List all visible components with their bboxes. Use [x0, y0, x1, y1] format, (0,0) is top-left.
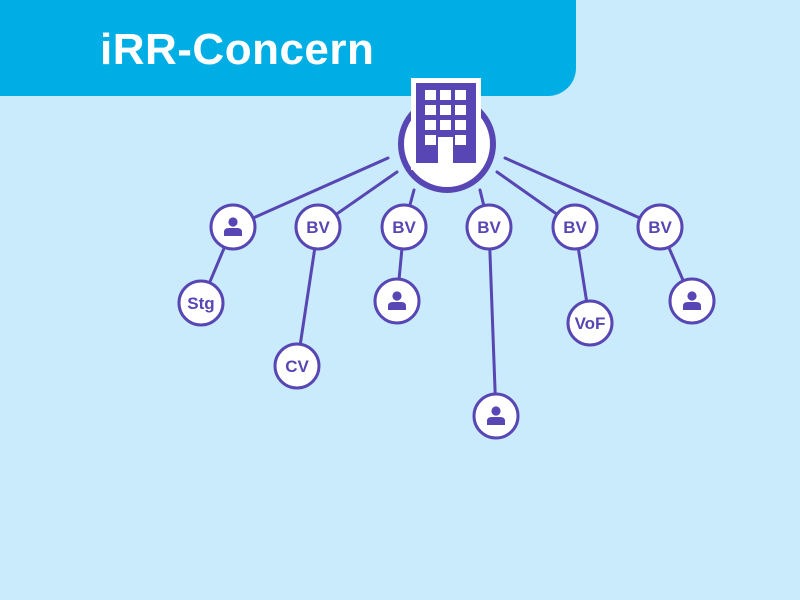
level1-node: BV [551, 203, 599, 251]
node-circle [209, 203, 257, 251]
page-title: iRR-Concern [100, 25, 375, 74]
level1-node [209, 203, 257, 251]
building-icon [411, 78, 481, 170]
level2-node [373, 277, 421, 325]
level1-node: BV [380, 203, 428, 251]
level1-node: BV [636, 203, 684, 251]
node-label: BV [477, 218, 501, 237]
connector-line [251, 156, 390, 220]
node-circle [273, 342, 321, 390]
node-circle [668, 277, 716, 325]
connector-line [667, 245, 685, 283]
person-icon [388, 291, 406, 310]
connector-line [576, 247, 589, 303]
node-circle [465, 203, 513, 251]
connector-line [334, 170, 399, 216]
node-circle [566, 299, 614, 347]
title-banner: iRR-Concern [0, 0, 576, 96]
connector-line [503, 156, 642, 220]
diagram-edges [208, 156, 685, 396]
node-label: BV [648, 218, 672, 237]
node-circle [380, 203, 428, 251]
level2-node [668, 277, 716, 325]
person-icon [487, 406, 505, 425]
node-label: BV [563, 218, 587, 237]
connector-line [488, 247, 497, 396]
node-label: BV [392, 218, 416, 237]
connector-line [408, 188, 416, 208]
level1-node: BV [294, 203, 342, 251]
level2-node [472, 392, 520, 440]
node-label: CV [285, 357, 309, 376]
connector-line [397, 247, 404, 281]
connector-line [495, 170, 559, 216]
node-circle [373, 277, 421, 325]
connector-line [298, 247, 317, 346]
level2-node: VoF [566, 299, 614, 347]
node-circle [636, 203, 684, 251]
node-circle [294, 203, 342, 251]
node-circle [551, 203, 599, 251]
person-icon [683, 291, 701, 310]
node-circle [177, 279, 225, 327]
level2-node: Stg [177, 279, 225, 327]
person-icon [224, 217, 242, 236]
node-label: Stg [187, 294, 214, 313]
node-circle [472, 392, 520, 440]
connector-line [478, 188, 486, 208]
level1-node: BV [465, 203, 513, 251]
connector-line [208, 245, 226, 285]
level2-node: CV [273, 342, 321, 390]
root-node [398, 78, 496, 193]
node-label: BV [306, 218, 330, 237]
node-label: VoF [575, 314, 606, 333]
